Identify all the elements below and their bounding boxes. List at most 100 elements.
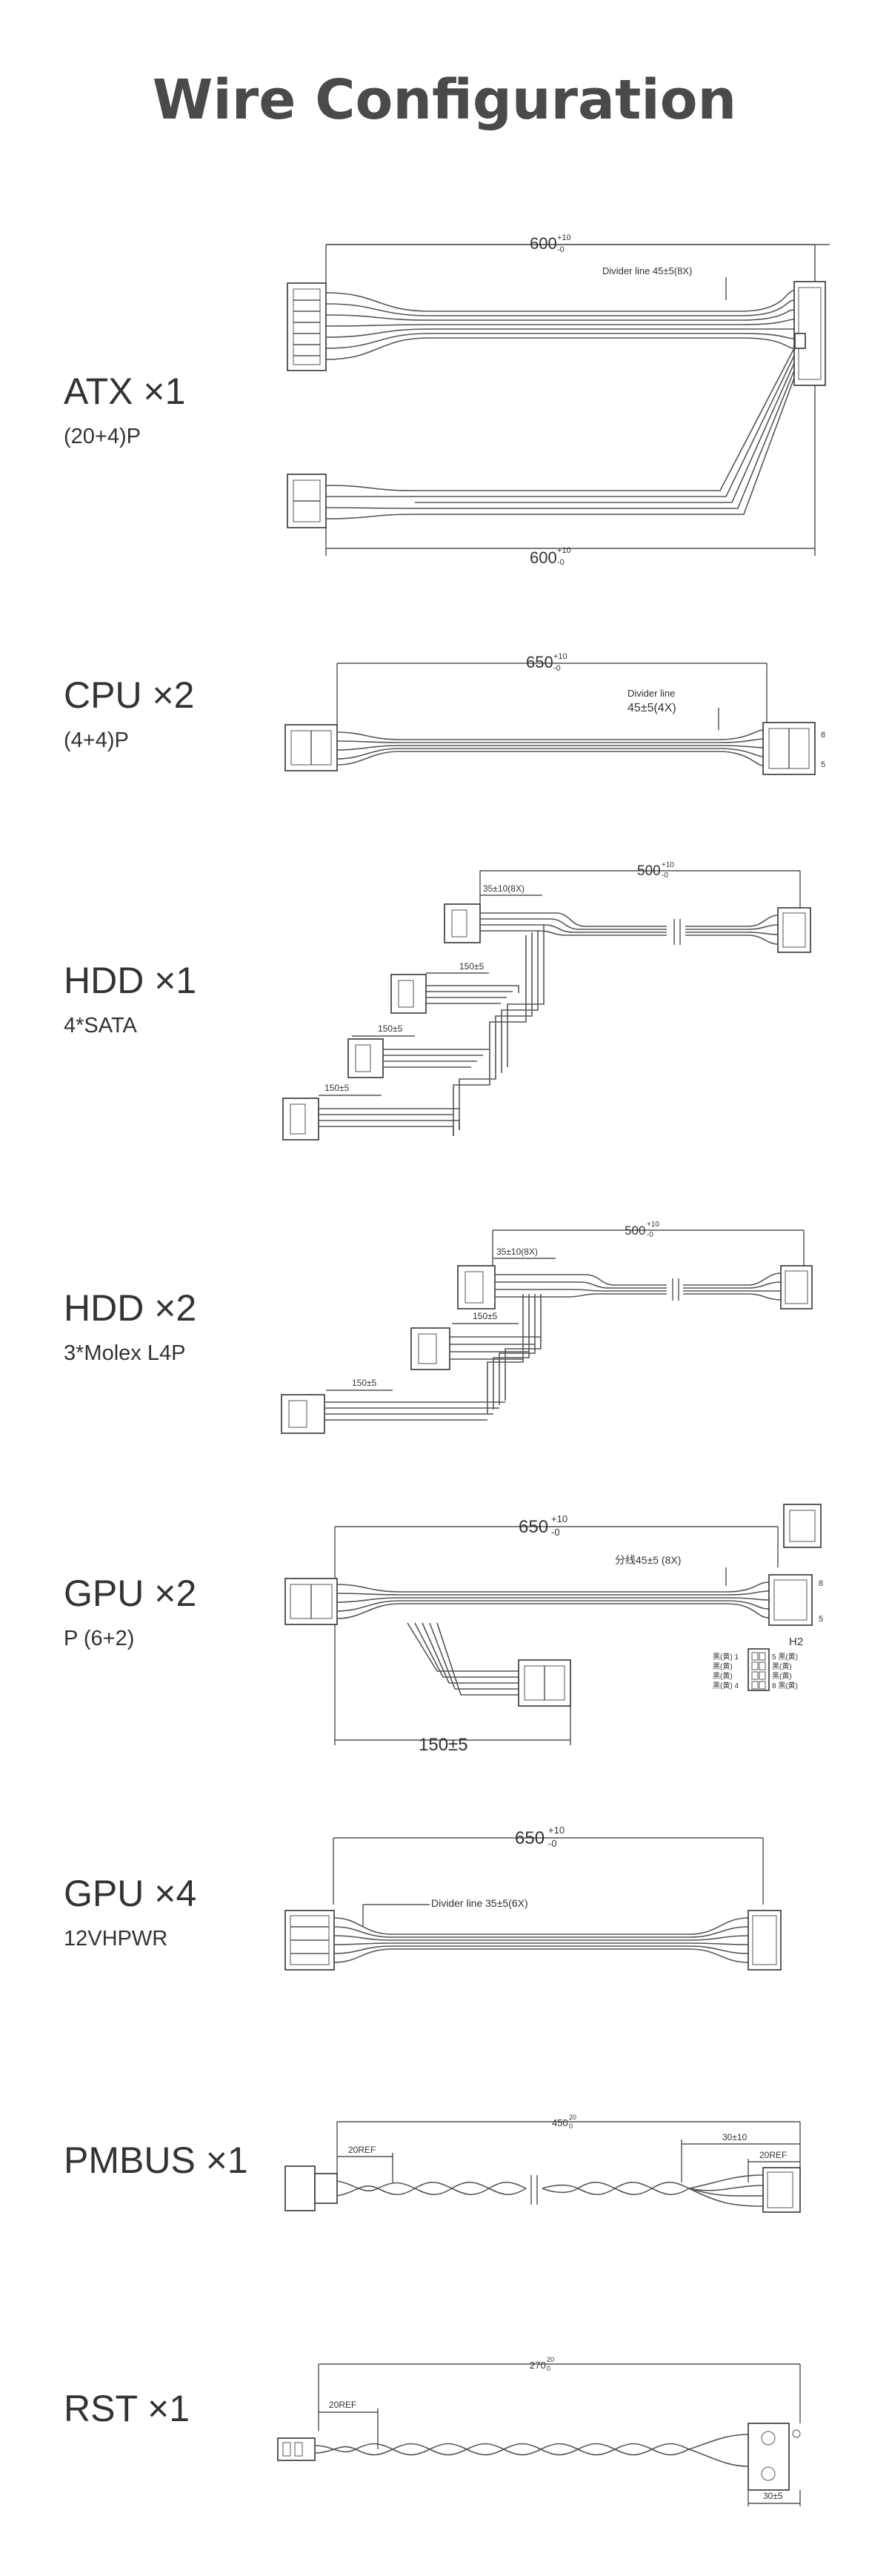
rst-diagram: 270 20 0 20REF 30±5 bbox=[277, 2356, 801, 2506]
pinout-connector bbox=[748, 1648, 770, 1691]
dim-step: 150±5 bbox=[378, 1023, 403, 1034]
wire bbox=[336, 729, 764, 740]
dim-value: 450 bbox=[552, 2117, 568, 2128]
wire bbox=[495, 1274, 667, 1286]
hdd-molex-diagram: 500 +10 -0 35±10(8X) 150±5 150±5 bbox=[281, 1221, 813, 1434]
dim-sup: 20 bbox=[569, 2114, 576, 2121]
label-cpu: CPU ×2 (4+4)P bbox=[64, 677, 194, 751]
divider-note: Divider line bbox=[627, 688, 675, 699]
label-hdd2: HDD ×2 3*Molex L4P bbox=[64, 1289, 196, 1364]
dim-sub: 0 bbox=[547, 2365, 550, 2372]
hdd-sata-diagram: 500 +10 -0 35±10(8X) 150±5 150±5 150±5 bbox=[282, 861, 811, 1141]
atx-diagram: 600 +10 -0 Divider line 45±5(8X) 600 +10… bbox=[287, 233, 830, 567]
section-sub: (20+4)P bbox=[64, 425, 141, 448]
pmbus-connector bbox=[284, 2165, 316, 2211]
dim-sup: +10 bbox=[557, 546, 571, 555]
dim-step: 150±5 bbox=[459, 961, 485, 972]
dim-step: 150±5 bbox=[352, 1378, 377, 1388]
twisted-wire bbox=[336, 2180, 527, 2196]
section-sub: 3*Molex L4P bbox=[64, 1341, 186, 1365]
section-sub: 12VHPWR bbox=[64, 1927, 168, 1951]
dim-sub: -0 bbox=[553, 664, 561, 673]
pinout-label: 黑(黄) bbox=[713, 1662, 733, 1671]
section-sub: (4+4)P bbox=[64, 728, 129, 752]
page-title: Wire Configuration bbox=[152, 68, 737, 132]
wire bbox=[333, 1917, 749, 1935]
section-name: HDD ×2 bbox=[64, 1287, 197, 1329]
section-sub: P (6+2) bbox=[64, 1627, 135, 1650]
gpu-8pin-diagram: 650 +10 -0 分线45±5 (8X) 8 5 150±5 H2 黑(黄)… bbox=[284, 1504, 823, 1755]
section-sub: 4*SATA bbox=[64, 1014, 137, 1038]
dim-split: 30±5 bbox=[763, 2491, 783, 2501]
dim-top-value: 600 bbox=[530, 234, 557, 253]
pin-number: 5 bbox=[819, 1615, 823, 1624]
divider-note: Divider line 35±5(6X) bbox=[431, 1897, 528, 1909]
pinout-label: 黑(黄) bbox=[772, 1671, 792, 1681]
dim-sub: -0 bbox=[548, 1838, 557, 1849]
dim-sub: -0 bbox=[551, 1527, 560, 1538]
dim-sub: -0 bbox=[647, 1231, 653, 1239]
pin-number: 8 bbox=[819, 1579, 823, 1588]
section-name: CPU ×2 bbox=[64, 674, 195, 716]
dim-value: 650 bbox=[515, 1828, 545, 1848]
dim-step: 150±5 bbox=[473, 1311, 498, 1321]
wire bbox=[480, 912, 667, 927]
section-name: ATX ×1 bbox=[64, 371, 186, 412]
pinout-label: 黑(黄) bbox=[772, 1662, 792, 1671]
twisted-wire bbox=[314, 2443, 690, 2456]
wire bbox=[336, 1581, 770, 1593]
connector-pins bbox=[293, 288, 321, 365]
dim-bottom-value: 600 bbox=[530, 548, 557, 567]
dim-sub: -0 bbox=[557, 558, 565, 567]
divider-note: 分线45±5 (8X) bbox=[615, 1554, 681, 1566]
label-gpu2: GPU ×2 P (6+2) bbox=[64, 1575, 196, 1650]
section-name: GPU ×4 bbox=[64, 1873, 197, 1914]
pinout-label: 黑(黄) bbox=[713, 1671, 733, 1681]
label-hdd1: HDD ×1 4*SATA bbox=[64, 962, 196, 1037]
pinout-label: 黑(黄) 1 bbox=[713, 1652, 739, 1662]
dim-branch: 150±5 bbox=[419, 1735, 468, 1755]
dim-sub: 0 bbox=[569, 2122, 573, 2130]
section-name: PMBUS ×1 bbox=[64, 2140, 248, 2181]
section-name: HDD ×1 bbox=[64, 960, 197, 1001]
dim-ref: 20REF bbox=[348, 2145, 376, 2155]
dim-value: 500 bbox=[637, 863, 661, 879]
dim-ref: 20REF bbox=[759, 2150, 787, 2160]
dim-sup: +10 bbox=[553, 652, 567, 661]
dim-sup: +10 bbox=[647, 1221, 659, 1229]
dim-sub: -0 bbox=[557, 245, 565, 254]
pinout-label: 黑(黄) 4 bbox=[713, 1681, 739, 1690]
dim-split: 30±10 bbox=[722, 2132, 748, 2142]
label-atx: ATX ×1 (20+4)P bbox=[64, 373, 185, 448]
dim-value: 270 bbox=[530, 2360, 546, 2371]
dim-sup: +10 bbox=[551, 1513, 567, 1524]
dim-step: 150±5 bbox=[324, 1083, 350, 1093]
pin-number: 5 bbox=[821, 760, 825, 769]
dim-sub: -0 bbox=[662, 872, 668, 880]
switch-button bbox=[792, 2429, 801, 2438]
dim-sup: +10 bbox=[662, 861, 674, 869]
wire-branch bbox=[415, 355, 795, 497]
label-rst: RST ×1 bbox=[64, 2390, 190, 2427]
wire-branch bbox=[407, 1622, 519, 1672]
section-name: RST ×1 bbox=[64, 2388, 190, 2429]
section-name: GPU ×2 bbox=[64, 1573, 197, 1614]
pinout-label: 5 黑(黄) bbox=[772, 1652, 798, 1662]
dim-sup: +10 bbox=[557, 233, 571, 242]
dim-sup: +10 bbox=[548, 1825, 565, 1836]
cpu-diagram: 650 +10 -0 Divider line 45±5(4X) 8 5 bbox=[284, 652, 825, 775]
dim-first: 35±10(8X) bbox=[496, 1246, 538, 1257]
dim-value: 650 bbox=[519, 1517, 548, 1537]
dim-sup: 20 bbox=[547, 2356, 554, 2363]
pin-number: 8 bbox=[821, 731, 825, 740]
divider-note: Divider line 45±5(8X) bbox=[602, 265, 692, 276]
dim-first: 35±10(8X) bbox=[483, 883, 525, 894]
dim-value: 650 bbox=[526, 653, 553, 671]
gpu-12vhpwr-diagram: 650 +10 -0 Divider line 35±5(6X) bbox=[284, 1825, 782, 1971]
pinout-title: H2 bbox=[789, 1636, 803, 1648]
label-pmbus: PMBUS ×1 bbox=[64, 2142, 248, 2179]
divider-value: 45±5(4X) bbox=[627, 702, 676, 714]
dim-ref: 20REF bbox=[329, 2400, 356, 2410]
label-gpu4: GPU ×4 12VHPWR bbox=[64, 1875, 196, 1950]
pinout-label: 8 黑(黄) bbox=[772, 1681, 798, 1690]
